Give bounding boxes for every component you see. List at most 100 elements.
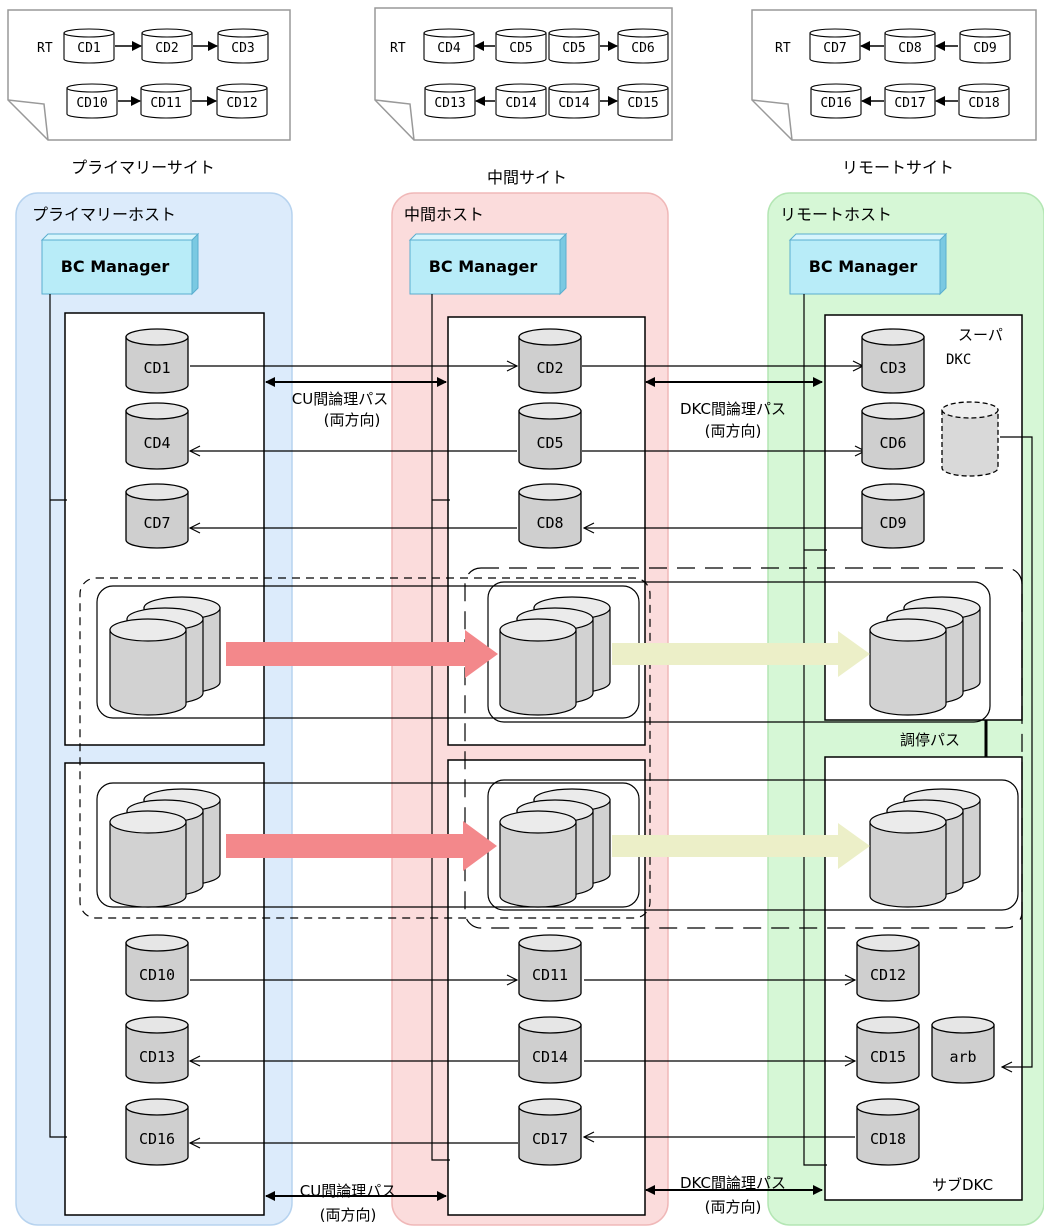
primary-middle-group: [79, 577, 651, 919]
red-arrow-upper: [226, 630, 498, 678]
rt-middle-r1-2-label: CD5: [562, 41, 585, 56]
cylinder-cd8: CD8: [518, 483, 582, 549]
rt-remote-r1-0: CD7: [809, 28, 861, 64]
rt-remote-r1-2-label: CD9: [973, 41, 996, 56]
rt-primary-r1-1-label: CD2: [155, 41, 178, 56]
cylinder-cd15-label: CD15: [870, 1048, 906, 1066]
svg-text:BC Manager: BC Manager: [61, 257, 170, 276]
cylinder-placeholder: [941, 401, 999, 477]
cu-path-label-upper: CU間論理パス: [292, 390, 388, 408]
cylinder-cd18-label: CD18: [870, 1130, 906, 1148]
bc-manager-primary: BC Manager: [40, 232, 200, 296]
svg-text:BC Manager: BC Manager: [809, 257, 918, 276]
rt-remote-r1-2: CD9: [959, 28, 1011, 64]
cylinder-cd2: CD2: [518, 328, 582, 394]
super-dkc-label-1: スーパ: [958, 326, 1003, 344]
site-label-primary: プライマリーサイト: [71, 158, 215, 177]
cylinder-arb: arb: [931, 1016, 995, 1084]
rt-remote-r2-2-label: CD18: [968, 96, 999, 111]
cylinder-cd18: CD18: [856, 1098, 920, 1166]
rt-middle-r1-1: CD5: [495, 28, 547, 64]
svg-text:BC Manager: BC Manager: [429, 257, 538, 276]
rt-remote-r2-1: CD17: [884, 83, 936, 119]
cylinder-cd1: CD1: [125, 328, 189, 394]
rt-primary-r2-2-label: CD12: [226, 96, 257, 111]
cylinder-cd4: CD4: [125, 402, 189, 470]
cylinder-cd14-label: CD14: [532, 1048, 568, 1066]
cu-path-label-lower: CU間論理パス: [300, 1182, 396, 1200]
dkc-path-label-upper: DKC間論理パス: [680, 400, 786, 418]
cu-path-direction-upper: (両方向): [324, 411, 381, 429]
sub-dkc-label: サブDKC: [932, 1176, 993, 1194]
cylinder-cd8-label: CD8: [536, 514, 563, 532]
cylinder-cd5: CD5: [518, 402, 582, 470]
cylinder-cd3: CD3: [861, 328, 925, 394]
cylinder-cd9: CD9: [861, 483, 925, 549]
cylinder-cd6: CD6: [861, 402, 925, 470]
rt-middle-r1-3-label: CD6: [631, 41, 654, 56]
cylinder-cd12: CD12: [856, 934, 920, 1002]
rt-middle-r2-0-label: CD13: [434, 96, 465, 111]
volume-group-remote-upper: [869, 596, 981, 716]
rt-remote-r1-1-label: CD8: [898, 41, 921, 56]
rt-middle-r1-1-label: CD5: [509, 41, 532, 56]
rt-remote-r2-0-label: CD16: [820, 96, 851, 111]
rt-primary-r2-0: CD10: [66, 83, 118, 119]
bc-manager-remote: BC Manager: [788, 232, 948, 296]
rt-label-remote: RT: [775, 41, 791, 56]
rt-remote-r1-0-label: CD7: [823, 41, 846, 56]
rt-remote-r2-2: CD18: [958, 83, 1010, 119]
cylinder-cd13: CD13: [125, 1016, 189, 1084]
cylinder-cd16: CD16: [125, 1098, 189, 1166]
cylinder-cd6-label: CD6: [879, 434, 906, 452]
rt-primary-r2-0-label: CD10: [76, 96, 107, 111]
cylinder-cd11: CD11: [518, 934, 582, 1002]
middle-remote-group: [464, 567, 1023, 929]
yellow-arrow-upper: [612, 631, 870, 677]
cylinder-cd3-label: CD3: [879, 359, 906, 377]
rt-label-primary: RT: [37, 41, 53, 56]
arbitration-path: [984, 436, 1033, 1067]
route-table-middle: [374, 7, 673, 141]
rt-middle-r2-0: CD13: [424, 83, 476, 119]
rt-middle-r2-3-label: CD15: [627, 96, 658, 111]
rt-middle-r1-2: CD5: [548, 28, 600, 64]
cylinder-cd4-label: CD4: [143, 434, 170, 452]
rt-middle-r2-1: CD14: [495, 83, 547, 119]
rt-middle-r2-1-label: CD14: [505, 96, 536, 111]
rt-remote-r1-1: CD8: [884, 28, 936, 64]
cylinder-cd7: CD7: [125, 483, 189, 549]
rt-primary-r1-0: CD1: [63, 28, 115, 64]
cylinder-cd13-label: CD13: [139, 1048, 175, 1066]
site-label-remote: リモートサイト: [842, 158, 954, 177]
volume-group-primary-upper: [109, 596, 221, 716]
cylinder-arb-label: arb: [949, 1048, 976, 1066]
yellow-arrow-lower: [612, 823, 870, 869]
rt-primary-r1-1: CD2: [141, 28, 193, 64]
cylinder-cd1-label: CD1: [143, 359, 170, 377]
rt-primary-r1-2-label: CD3: [231, 41, 254, 56]
cylinder-cd7-label: CD7: [143, 514, 170, 532]
cylinder-cd17-label: CD17: [532, 1130, 568, 1148]
rt-middle-r2-3: CD15: [617, 83, 669, 119]
rt-remote-r2-0: CD16: [810, 83, 862, 119]
rt-primary-r1-2: CD3: [217, 28, 269, 64]
arbitration-path-label: 調停パス: [900, 731, 960, 749]
cylinder-cd9-label: CD9: [879, 514, 906, 532]
cylinder-cd10-label: CD10: [139, 966, 175, 984]
copy-arrows: [226, 630, 870, 871]
cylinder-cd10: CD10: [125, 934, 189, 1002]
rt-label-middle: RT: [390, 41, 406, 56]
cylinder-cd11-label: CD11: [532, 966, 568, 984]
cu-path-direction-lower: (両方向): [320, 1206, 377, 1224]
rt-middle-r2-2: CD14: [548, 83, 600, 119]
cylinder-cd15: CD15: [856, 1016, 920, 1084]
cylinder-cd12-label: CD12: [870, 966, 906, 984]
dkc-path-label-lower: DKC間論理パス: [680, 1174, 786, 1192]
bc-manager-middle: BC Manager: [408, 232, 568, 296]
rt-middle-r1-0: CD4: [423, 28, 475, 64]
rt-middle-r1-0-label: CD4: [437, 41, 461, 56]
red-arrow-lower: [226, 821, 497, 871]
super-dkc-label-2: DKC: [946, 352, 971, 368]
